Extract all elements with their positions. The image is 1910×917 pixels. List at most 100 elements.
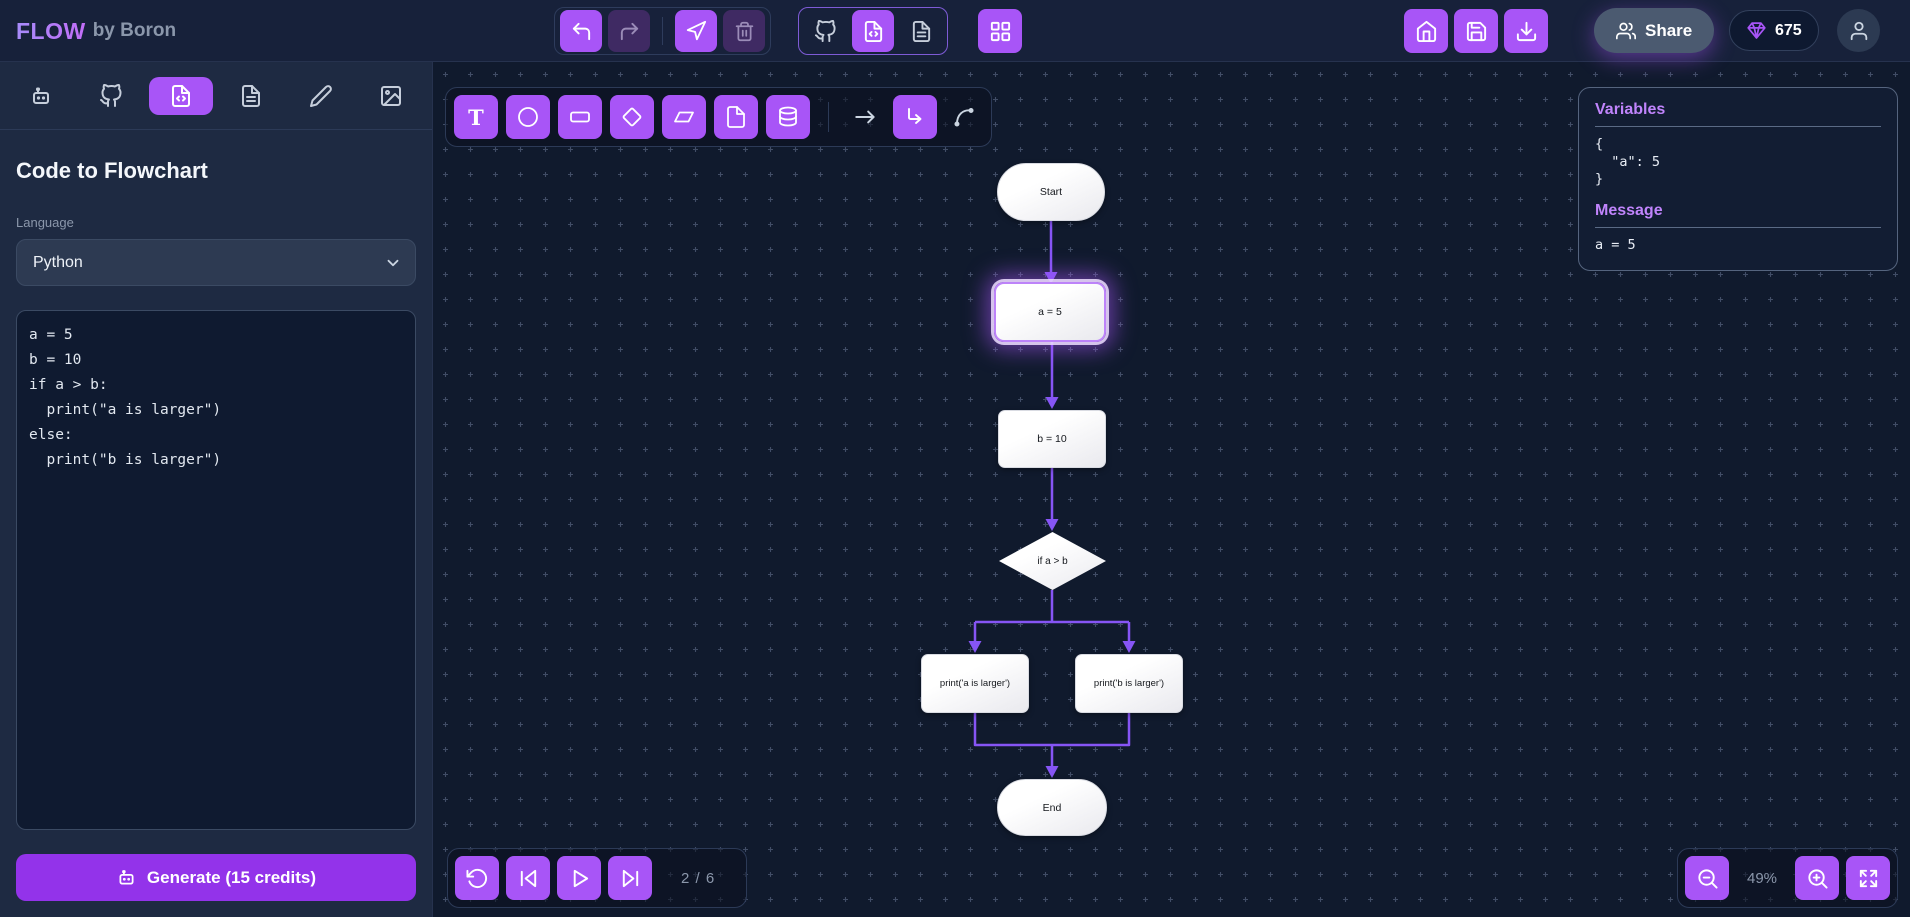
play-button[interactable] xyxy=(557,856,601,900)
restart-icon xyxy=(465,868,487,888)
sidebar-tabs xyxy=(0,62,432,130)
zoom-out-icon xyxy=(1697,868,1718,889)
trash-icon xyxy=(735,21,753,41)
robot-icon xyxy=(119,870,134,885)
step-indicator: 2 / 6 xyxy=(681,869,716,887)
code-editor-box: a = 5 b = 10 if a > b: print("a is large… xyxy=(16,310,416,830)
tab-github-import[interactable] xyxy=(79,77,143,115)
elbow-arrow-icon xyxy=(908,108,922,124)
curve-arrow-icon xyxy=(954,108,974,127)
undo-button[interactable] xyxy=(560,10,602,52)
delete-button[interactable] xyxy=(723,10,765,52)
brand-name: FLOW xyxy=(16,17,86,44)
text-tool-button[interactable]: T xyxy=(454,95,498,139)
tab-style[interactable] xyxy=(289,77,353,115)
database-tool-button[interactable] xyxy=(766,95,810,139)
github-icon xyxy=(100,83,122,107)
zoom-in-button[interactable] xyxy=(1795,856,1839,900)
templates-grid-button[interactable] xyxy=(978,9,1022,53)
zoom-in-icon xyxy=(1807,868,1828,889)
pointer-icon xyxy=(686,20,707,41)
brush-icon xyxy=(310,84,332,107)
redo-icon xyxy=(620,22,638,40)
brand-suffix: by Boron xyxy=(92,20,177,41)
home-icon xyxy=(1416,20,1436,42)
view-toggle-group xyxy=(798,7,948,55)
message-title: Message xyxy=(1595,201,1663,219)
elbow-arrow-tool-button[interactable] xyxy=(893,95,937,139)
step-back-button[interactable] xyxy=(506,856,550,900)
diamond-tool-icon xyxy=(622,107,642,127)
history-tool-group xyxy=(554,7,771,55)
generate-button[interactable]: Generate (15 credits) xyxy=(16,854,416,901)
save-icon xyxy=(1466,21,1486,41)
select-pointer-button[interactable] xyxy=(675,10,717,52)
message-value: a = 5 xyxy=(1595,236,1636,253)
share-button[interactable]: Share xyxy=(1594,8,1715,53)
language-select[interactable]: Python xyxy=(16,239,416,286)
zoom-level: 49% xyxy=(1746,869,1778,887)
users-icon xyxy=(1616,22,1636,39)
variables-panel: Variables { "a": 5 } Message a = 5 xyxy=(1578,87,1898,271)
share-label: Share xyxy=(1645,20,1693,40)
file-text-icon xyxy=(912,20,930,42)
circle-tool-icon xyxy=(518,107,538,127)
variables-json: { "a": 5 } xyxy=(1595,136,1661,187)
flow-node-assign-b[interactable]: b = 10 xyxy=(998,410,1106,468)
flow-node-branch-false[interactable]: print('b is larger') xyxy=(1075,654,1183,713)
flowchart-canvas[interactable]: T Start a = 5 b = 10 if a > xyxy=(433,62,1910,917)
file-code-icon xyxy=(172,84,190,107)
user-avatar-button[interactable] xyxy=(1837,9,1880,52)
diamond-tool-button[interactable] xyxy=(610,95,654,139)
save-button[interactable] xyxy=(1454,9,1498,53)
flow-node-assign-a[interactable]: a = 5 xyxy=(994,282,1106,342)
straight-arrow-tool-button[interactable] xyxy=(847,95,885,139)
toolbar-separator xyxy=(828,102,829,132)
github-view-button[interactable] xyxy=(804,10,846,52)
tab-code-to-flowchart[interactable] xyxy=(149,76,213,115)
variables-title: Variables xyxy=(1595,101,1666,118)
home-button[interactable] xyxy=(1404,9,1448,53)
playback-controls: 2 / 6 xyxy=(447,848,748,908)
play-icon xyxy=(573,869,588,887)
restart-button[interactable] xyxy=(455,856,499,900)
user-icon xyxy=(1850,21,1867,40)
gem-icon xyxy=(1747,22,1766,39)
fullscreen-button[interactable] xyxy=(1846,856,1890,900)
rectangle-tool-button[interactable] xyxy=(558,95,602,139)
zoom-out-button[interactable] xyxy=(1685,856,1729,900)
grid-icon xyxy=(990,21,1010,41)
text-tool-icon: T xyxy=(468,104,484,130)
credits-count: 675 xyxy=(1775,21,1802,39)
flow-node-branch-true[interactable]: print('a is larger') xyxy=(921,654,1029,713)
parallelogram-tool-button[interactable] xyxy=(662,95,706,139)
tab-image-export[interactable] xyxy=(359,77,423,115)
divider xyxy=(1595,226,1881,228)
redo-button[interactable] xyxy=(608,10,650,52)
github-icon xyxy=(814,19,836,42)
tab-text-to-flowchart[interactable] xyxy=(219,77,283,115)
flow-node-end[interactable]: End xyxy=(997,779,1107,836)
credits-badge[interactable]: 675 xyxy=(1729,10,1819,51)
code-input[interactable]: a = 5 b = 10 if a > b: print("a is large… xyxy=(17,311,415,829)
download-button[interactable] xyxy=(1504,9,1548,53)
tab-ai-assistant[interactable] xyxy=(9,77,73,115)
robot-icon xyxy=(33,87,49,104)
generate-label: Generate (15 credits) xyxy=(146,867,317,887)
circle-tool-button[interactable] xyxy=(506,95,550,139)
flow-node-start[interactable]: Start xyxy=(997,163,1105,221)
skip-forward-icon xyxy=(622,869,638,887)
file-code-icon xyxy=(864,20,882,42)
step-forward-button[interactable] xyxy=(608,856,652,900)
database-tool-icon xyxy=(779,106,797,127)
file-tool-button[interactable] xyxy=(714,95,758,139)
document-view-button[interactable] xyxy=(900,10,942,52)
topbar: FLOW by Boron xyxy=(0,0,1910,62)
curve-arrow-tool-button[interactable] xyxy=(945,95,983,139)
rectangle-tool-icon xyxy=(570,111,590,123)
fullscreen-icon xyxy=(1859,869,1877,887)
code-view-button[interactable] xyxy=(852,10,894,52)
skip-back-icon xyxy=(520,869,536,887)
flowchart-connectors xyxy=(973,221,1131,766)
divider xyxy=(1595,126,1881,127)
